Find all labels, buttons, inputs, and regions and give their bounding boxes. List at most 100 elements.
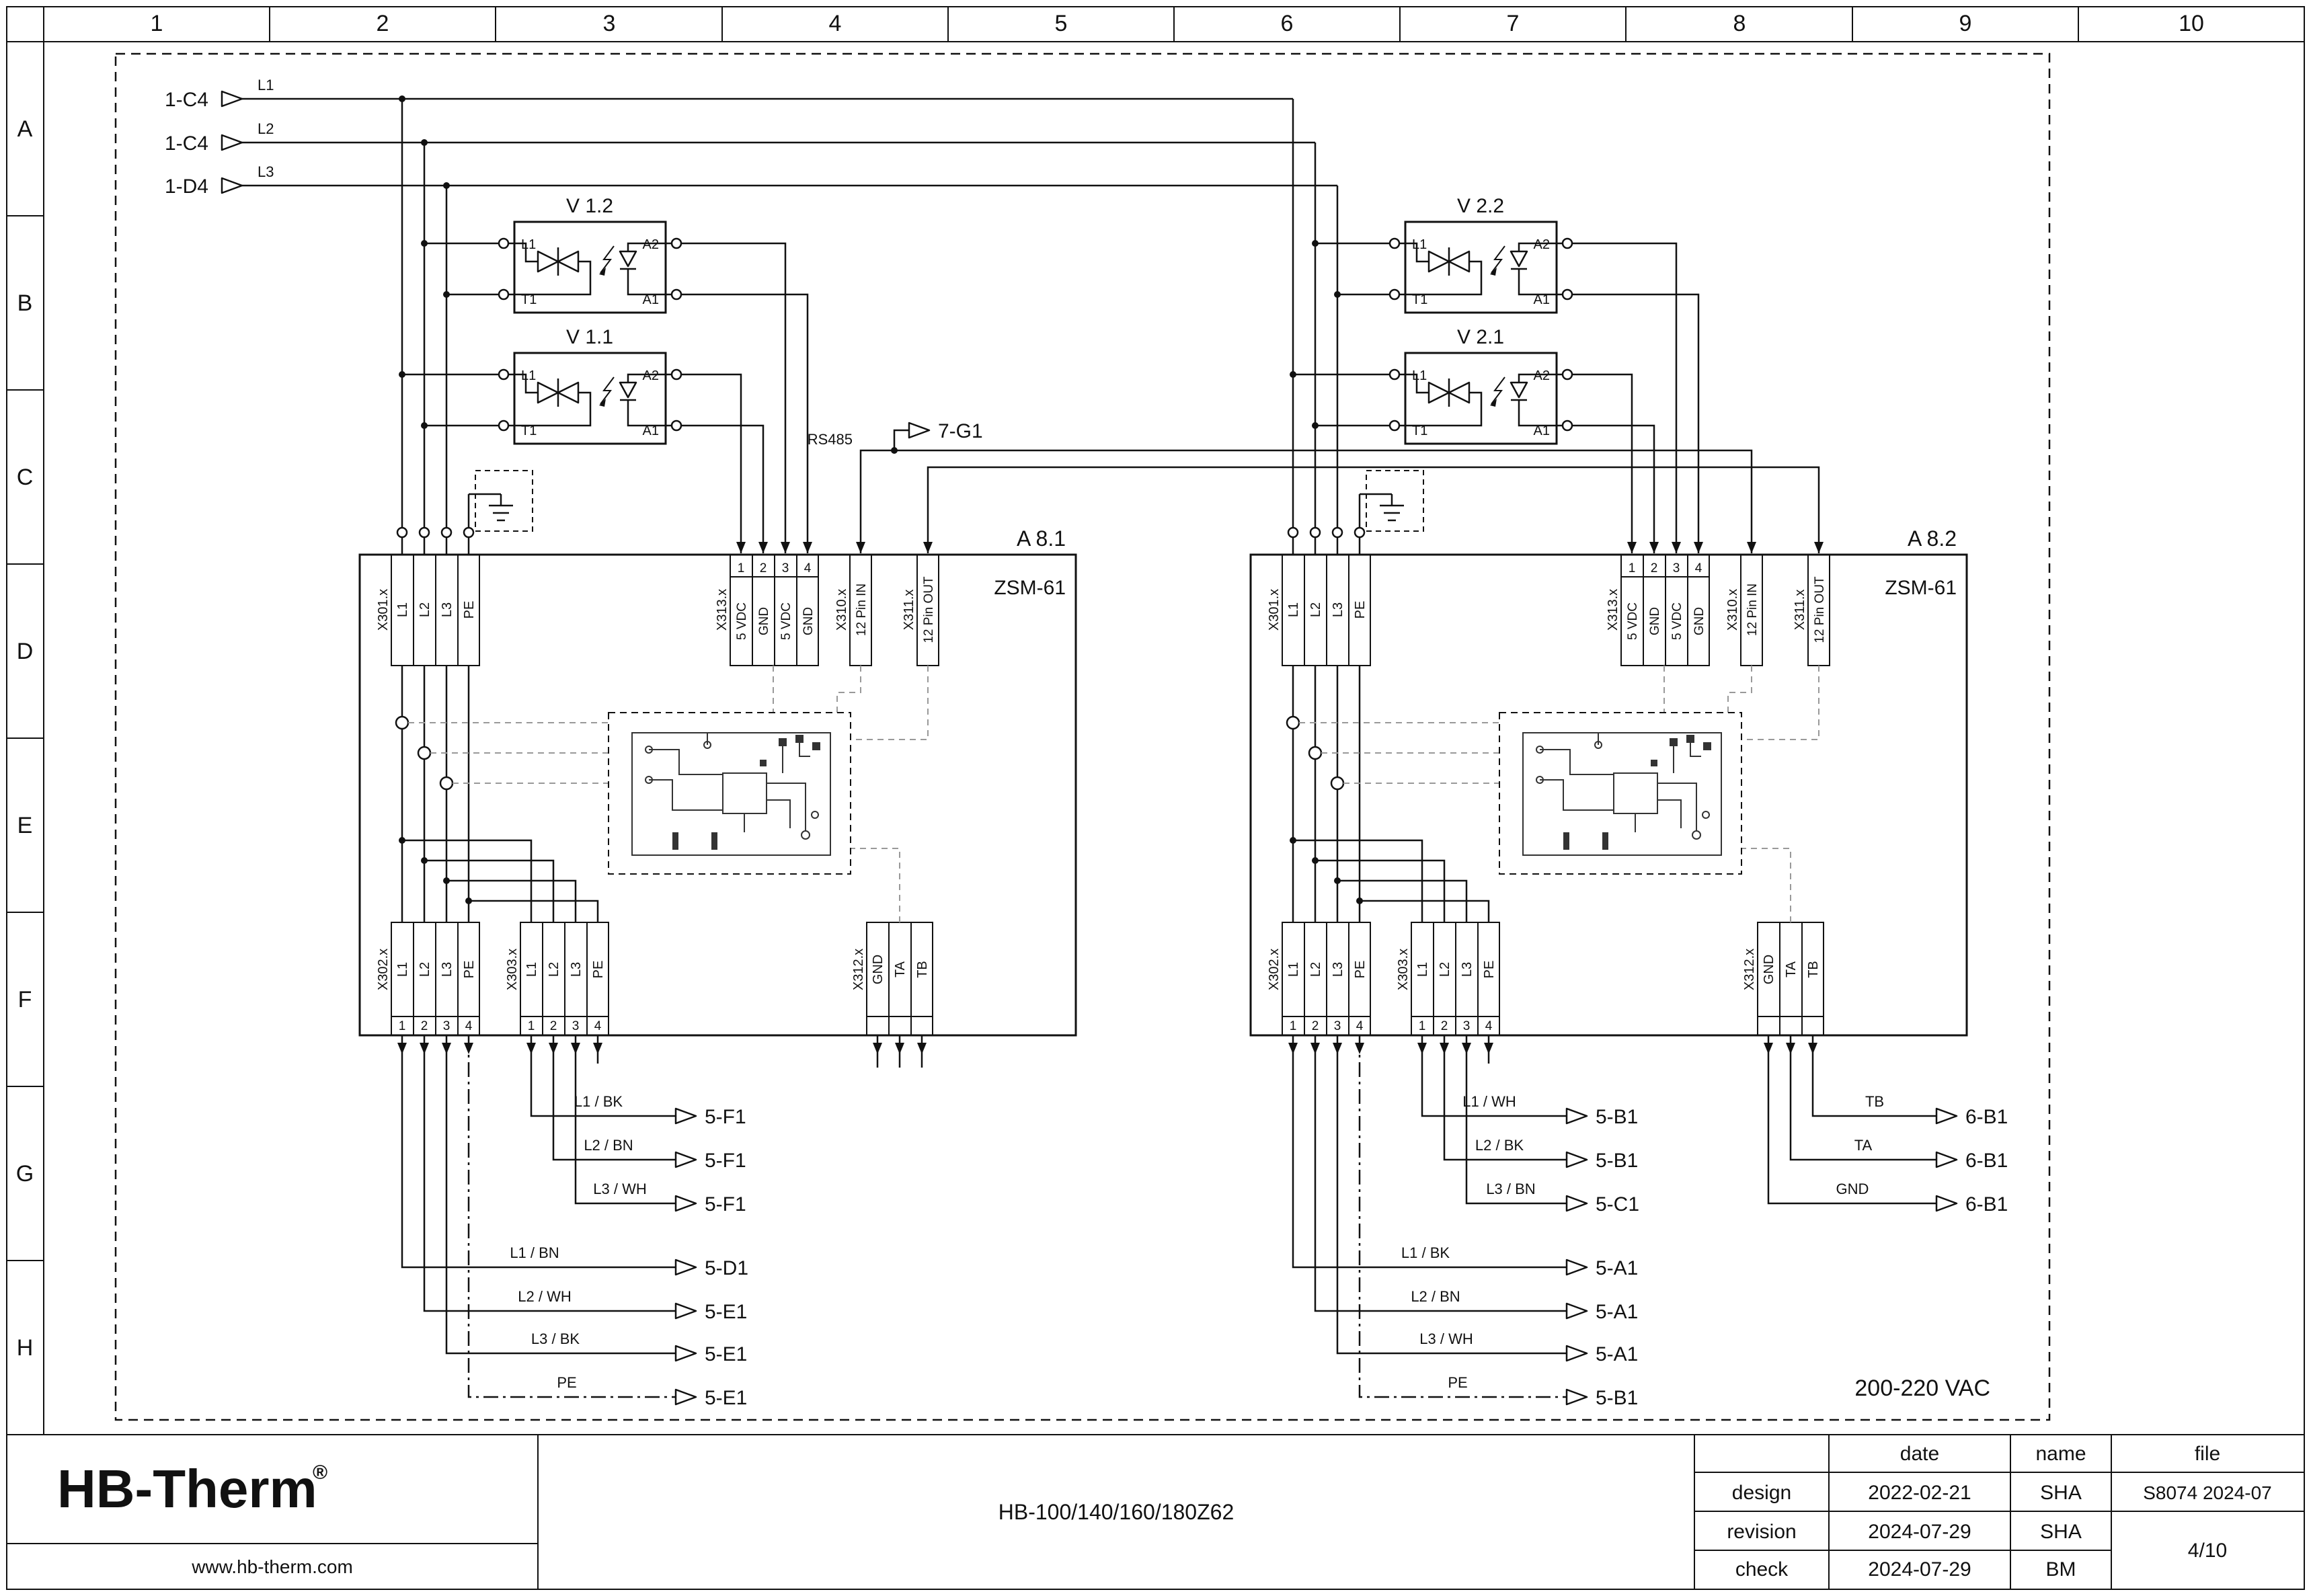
vmodule-label: V 1.2 [566,195,613,217]
v-terminal-label: T1 [1412,424,1427,438]
terminal-pin-number: 3 [1673,561,1680,575]
model-text: HB-100/140/160/180Z62 [998,1500,1234,1524]
table-cell-name: BM [2046,1558,2076,1581]
terminal-pin-number: 4 [594,1019,602,1033]
phase-label: L2 [258,120,274,137]
v-terminal-label: A2 [643,368,659,383]
terminal-pin-number: 3 [782,561,789,575]
terminal-pin-number: 3 [443,1019,451,1033]
block-a82-labels: A 8.2 ZSM-61 X301.x L1 L2 L3 PE X313.x 1… [1267,526,1957,1033]
input-ref: 1-C4 [165,132,208,155]
terminal-pin-label: 5 VDC [779,602,793,640]
terminal-pin-label: L2 [1308,962,1323,977]
table-cell-name: SHA [2040,1482,2082,1504]
v21-terminals: L1 T1 A2 A1 [1412,368,1550,438]
terminal-pin-label: GND [1762,955,1776,984]
output-wire-label: L3 / WH [1419,1330,1473,1347]
v-terminal-label: A1 [643,424,659,438]
terminal-pin-number: 4 [1356,1019,1364,1033]
output-wire-label: L3 / BK [531,1330,580,1347]
output-wire-label: GND [1836,1181,1869,1197]
v-terminal-label: A2 [1534,237,1550,252]
output-ref: 5-E1 [705,1301,747,1323]
terminal-pin-label: L2 [418,962,432,977]
terminal-pin-label: PE [462,961,477,979]
block-name: A 8.1 [1017,526,1066,551]
v11-terminals: L1 T1 A2 A1 [521,368,659,438]
grid-row-label: H [17,1335,34,1361]
output-ref: 5-B1 [1596,1106,1638,1128]
terminal-pin-number: 4 [1695,561,1702,575]
website-text: www.hb-therm.com [191,1556,353,1577]
terminal-pin-label: GND [801,607,816,635]
terminal-pin-label: L1 [1286,602,1301,617]
v-terminal-label: L1 [1412,237,1427,252]
terminal-pin-label: PE [591,961,606,979]
terminal-pin-label: TB [915,961,930,978]
output-wire-label: TA [1854,1137,1873,1154]
output-wire-label: L1 / BK [574,1093,623,1110]
output-wire-label: L1 / BN [510,1244,559,1261]
drawing-border [114,52,2051,1421]
terminal-pin-label: L2 [1308,602,1323,617]
v-terminal-label: T1 [1412,292,1427,307]
output-ref: 5-C1 [1596,1193,1639,1215]
grid-labels: 1 2 3 4 5 6 7 8 9 10 A B C D E F G H [16,11,2204,1361]
v-terminal-label: A2 [1534,368,1550,383]
output-wire-label: L2 / WH [518,1288,571,1305]
terminal-pin-label: TA [1784,961,1799,977]
output-ref: 6-B1 [1965,1106,2008,1128]
terminal-pin-label: 5 VDC [1670,602,1684,640]
vmodule-label: V 2.1 [1457,326,1504,348]
terminal-pin-number: 4 [804,561,812,575]
vmodule-label: V 2.2 [1457,195,1504,217]
v-terminal-label: A1 [1534,424,1550,438]
table-cell-label: check [1735,1558,1789,1581]
terminal-pin-label: L3 [440,962,455,977]
output-ref: 5-E1 [705,1343,747,1365]
grid-row-label: G [16,1161,34,1187]
output-ref: 5-A1 [1596,1301,1638,1323]
v-terminal-label: L1 [1412,368,1427,383]
x312-right-wires [1767,1035,1936,1205]
terminal-pin-label: GND [1692,607,1707,635]
terminal-pin-number: 3 [572,1019,580,1033]
terminal-pin-label: L3 [1331,602,1345,617]
v-terminal-label: A1 [1534,292,1550,307]
terminal-group-label: X310.x [834,589,849,631]
output-ref: 5-F1 [705,1193,746,1215]
terminal-group-label: X311.x [1793,590,1807,631]
grid-row-label: D [17,639,34,664]
output-wire-label: PE [557,1374,576,1391]
terminal-pin-number: 1 [1629,561,1636,575]
page-number: 4/10 [2188,1540,2227,1562]
output-ref: 5-A1 [1596,1343,1638,1365]
output-ref: 5-B1 [1596,1150,1638,1172]
grid-row-label: B [17,290,33,316]
x312-left-stubs [876,1035,923,1068]
title-block [7,1435,2304,1589]
v-terminal-label: T1 [521,292,537,307]
terminal-pin-label: TA [893,961,908,977]
terminal-pin-label: 12 Pin OUT [1813,576,1827,643]
terminal-group-label: X311.x [902,590,916,631]
terminal-group-label: X312.x [1742,949,1757,990]
input-ref: 1-C4 [165,89,208,111]
terminal-pin-label: 5 VDC [1626,602,1640,640]
rs485-label: RS485 [808,431,853,448]
terminal-pin-label: 12 Pin IN [1746,584,1760,636]
output-wire-label: L3 / BN [1486,1181,1535,1197]
v-terminal-label: L1 [521,237,536,252]
table-cell-name: SHA [2040,1521,2082,1543]
output-wire-label: L2 / BN [584,1137,633,1154]
terminal-pin-label: L3 [1460,962,1475,977]
ssr-module-labels: V 1.2 V 1.1 V 2.2 V 2.1 [566,195,1504,348]
output-ref: 5-B1 [1596,1387,1638,1409]
terminal-pin-label: L3 [440,602,455,617]
terminal-pin-number: 1 [738,561,745,575]
v12-terminals: L1 T1 A2 A1 [521,237,659,307]
terminal-pin-number: 4 [1485,1019,1493,1033]
v-terminal-label: T1 [521,424,537,438]
table-header-name: name [2035,1443,2086,1465]
